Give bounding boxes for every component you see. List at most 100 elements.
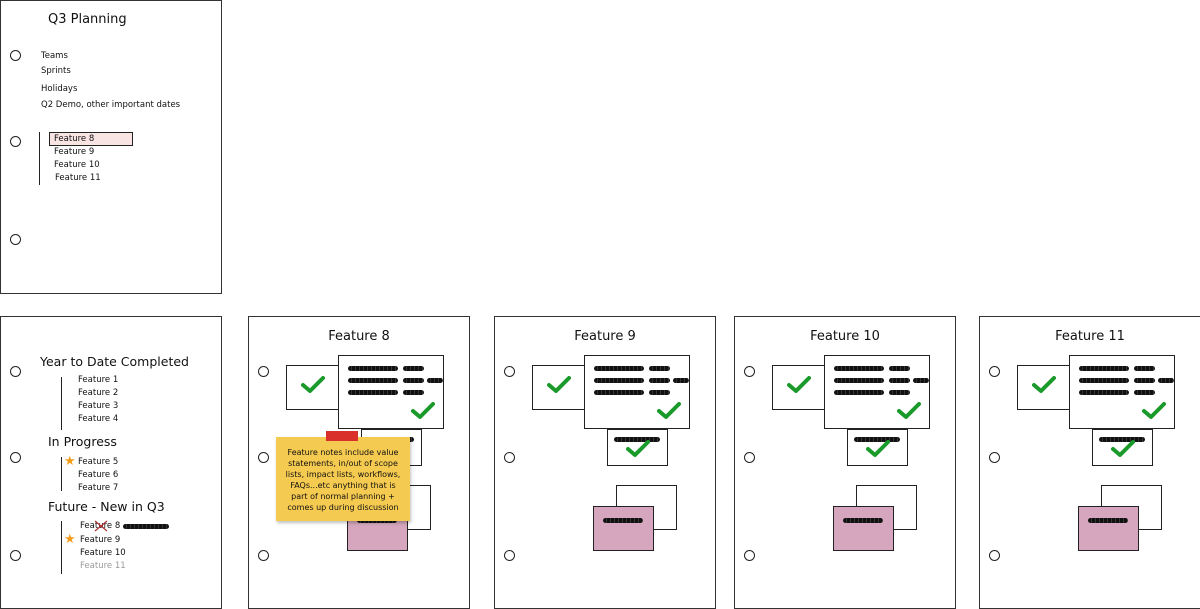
- scribbled-text: [1079, 390, 1129, 395]
- scribbled-text: [1134, 366, 1155, 371]
- feature-title: Feature 10: [810, 329, 880, 344]
- scribbled-text: [1079, 378, 1129, 383]
- notes-card: [338, 355, 444, 429]
- feature-title: Feature 8: [328, 329, 390, 344]
- notes-card: [1069, 355, 1175, 429]
- scribbled-text: [403, 378, 424, 383]
- scribbled-text: [834, 378, 884, 383]
- overview-page: Q3 Planning Teams Sprints Holidays Q2 De…: [0, 0, 222, 294]
- list-item: Feature 6: [78, 470, 119, 480]
- feature-page: Feature 8 Feature notes include value st…: [248, 316, 470, 609]
- feature-page: Feature 9: [494, 316, 716, 609]
- list-item: Feature 1: [78, 375, 119, 385]
- binder-hole: [10, 136, 21, 147]
- card: [532, 365, 588, 410]
- feature-link[interactable]: Feature 10: [54, 160, 100, 170]
- scribbled-text: [1088, 518, 1128, 523]
- scribbled-text: [889, 378, 910, 383]
- list-item: Feature 3: [78, 401, 119, 411]
- status-page: Year to Date Completed Feature 1 Feature…: [0, 316, 222, 609]
- bracket-line: [61, 521, 62, 574]
- list-item: Feature 10: [80, 548, 126, 558]
- card: [1017, 365, 1073, 410]
- notes-card: [824, 355, 930, 429]
- feature-link[interactable]: Feature 8: [54, 134, 95, 144]
- section-heading: Future - New in Q3: [48, 499, 165, 514]
- scribbled-text: [403, 390, 424, 395]
- binder-hole: [258, 452, 269, 463]
- binder-hole: [989, 452, 1000, 463]
- scribbled-text: [614, 437, 660, 442]
- scribbled-text: [1079, 366, 1129, 371]
- tape: [326, 431, 358, 441]
- scribbled-text: [673, 378, 689, 383]
- notes-card: [584, 355, 690, 429]
- list-item: Feature 7: [78, 483, 119, 493]
- scribbled-text: [854, 437, 900, 442]
- list-item: Teams: [41, 51, 68, 61]
- scribbled-text: [889, 390, 910, 395]
- scribbled-text: [348, 366, 398, 371]
- check-icon: [1142, 402, 1166, 424]
- binder-hole: [10, 234, 21, 245]
- feature-link[interactable]: Feature 11: [55, 173, 101, 183]
- sticky-note: Feature notes include value statements, …: [276, 437, 410, 521]
- binder-hole: [504, 550, 515, 561]
- card: [847, 429, 908, 466]
- binder-hole: [10, 550, 21, 561]
- card: [607, 429, 668, 466]
- binder-hole: [989, 366, 1000, 377]
- binder-hole: [258, 366, 269, 377]
- feature-title: Feature 11: [1055, 329, 1125, 344]
- feature-link[interactable]: Feature 9: [54, 147, 95, 157]
- binder-hole: [10, 452, 21, 463]
- feature-page: Feature 11: [979, 316, 1200, 609]
- check-icon: [626, 440, 650, 462]
- scribbled-text: [834, 390, 884, 395]
- scribbled-text: [603, 518, 643, 523]
- binder-hole: [744, 366, 755, 377]
- scribbled-text: [834, 366, 884, 371]
- scribbled-text: [594, 390, 644, 395]
- selected-highlight: [49, 132, 133, 146]
- binder-hole: [744, 452, 755, 463]
- check-icon: [897, 402, 921, 424]
- binder-hole: [10, 50, 21, 61]
- page-title: Q3 Planning: [48, 12, 127, 27]
- check-icon: [866, 440, 890, 462]
- check-icon: [657, 402, 681, 424]
- star-icon: ★: [64, 454, 76, 469]
- scribbled-text: [649, 366, 670, 371]
- scribbled-text: [403, 366, 424, 371]
- scribbled-text: [348, 378, 398, 383]
- pink-card: [1078, 506, 1139, 551]
- card: [1092, 429, 1153, 466]
- list-item-greyed: Feature 11: [80, 561, 126, 571]
- check-icon: [1032, 376, 1056, 398]
- scribbled-text: [843, 518, 883, 523]
- list-item: Feature 4: [78, 414, 119, 424]
- bracket-line: [39, 132, 40, 185]
- scribbled-text: [348, 390, 398, 395]
- scribbled-text: [1158, 378, 1174, 383]
- list-item: Feature 2: [78, 388, 119, 398]
- check-icon: [547, 376, 571, 398]
- scribbled-text: [913, 378, 929, 383]
- cross-mark-icon: [94, 520, 108, 532]
- binder-hole: [504, 366, 515, 377]
- star-icon: ★: [64, 532, 76, 547]
- feature-title: Feature 9: [574, 329, 636, 344]
- list-item: Holidays: [41, 84, 78, 94]
- bracket-line: [61, 457, 62, 491]
- check-icon: [1111, 440, 1135, 462]
- scribbled-text: [1134, 390, 1155, 395]
- bracket-line: [61, 377, 62, 430]
- card: [286, 365, 342, 410]
- card: [772, 365, 828, 410]
- scribbled-text: [1099, 437, 1145, 442]
- pink-card: [833, 506, 894, 551]
- binder-hole: [989, 550, 1000, 561]
- check-icon: [301, 376, 325, 398]
- scribbled-text: [123, 524, 169, 529]
- pink-card: [593, 506, 654, 551]
